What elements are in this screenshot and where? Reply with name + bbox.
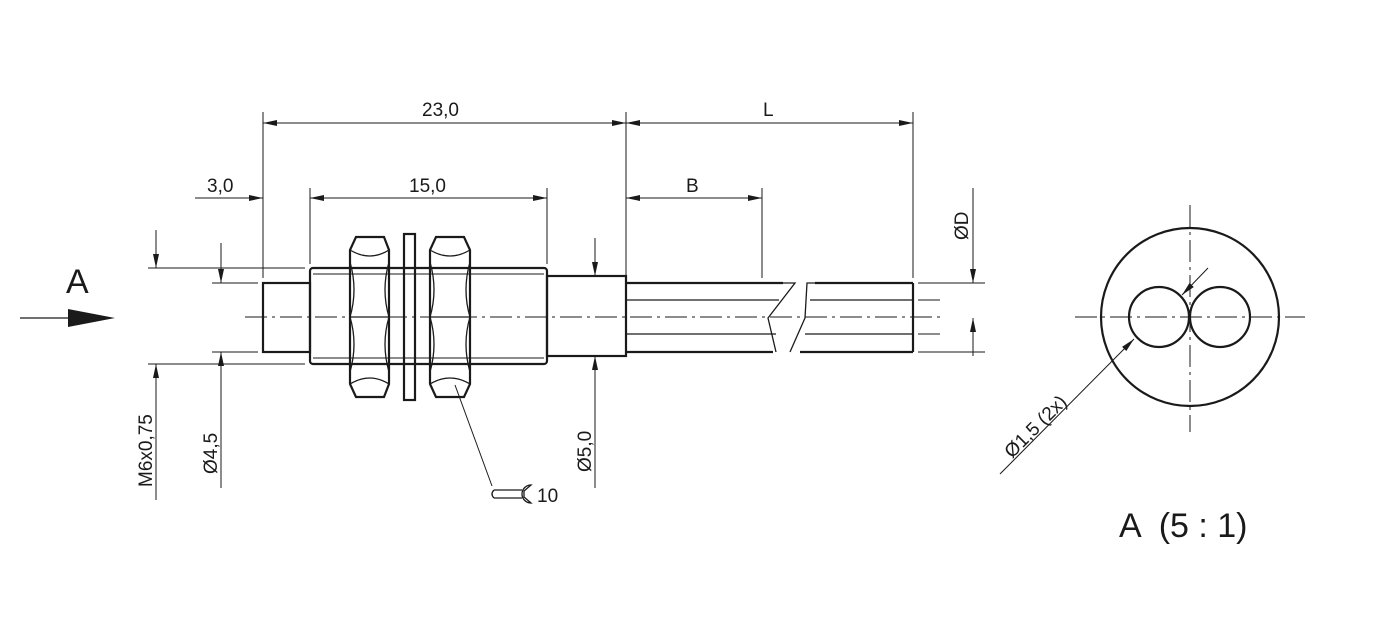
- dim-cap-diameter: Ø4,5: [201, 433, 222, 474]
- dim-body-diameter: Ø5,0: [575, 431, 596, 472]
- dim-cable-length: L: [763, 100, 774, 121]
- wrench-icon: [491, 484, 533, 504]
- detail-outer-circle: [1099, 226, 1281, 408]
- cable: [626, 281, 915, 354]
- view-arrow: [20, 309, 115, 327]
- sensor-body: [261, 232, 628, 402]
- hex-nut-rear: [428, 235, 472, 399]
- view-arrow-label: A: [66, 263, 89, 301]
- dim-thread-size: M6x0,75: [136, 414, 157, 487]
- dim-cap-length: 3,0: [207, 176, 233, 197]
- threaded-body: [308, 266, 549, 366]
- dim-overall-length: 23,0: [422, 100, 459, 121]
- hex-nut-front: [348, 235, 391, 399]
- dim-bend-length: B: [686, 176, 699, 197]
- dim-cable-diameter: ØD: [952, 212, 973, 241]
- detail-lens-right: [1188, 285, 1252, 349]
- detail-view: [999, 226, 1281, 475]
- dim-thread-length: 15,0: [409, 176, 446, 197]
- detail-view-label: A (5 : 1): [1119, 507, 1248, 545]
- lock-washer: [402, 232, 417, 402]
- dim-lens-diameter: Ø1,5 (2x): [1001, 392, 1072, 463]
- rear-body: [545, 274, 628, 358]
- dim-wrench-size: 10: [537, 486, 558, 507]
